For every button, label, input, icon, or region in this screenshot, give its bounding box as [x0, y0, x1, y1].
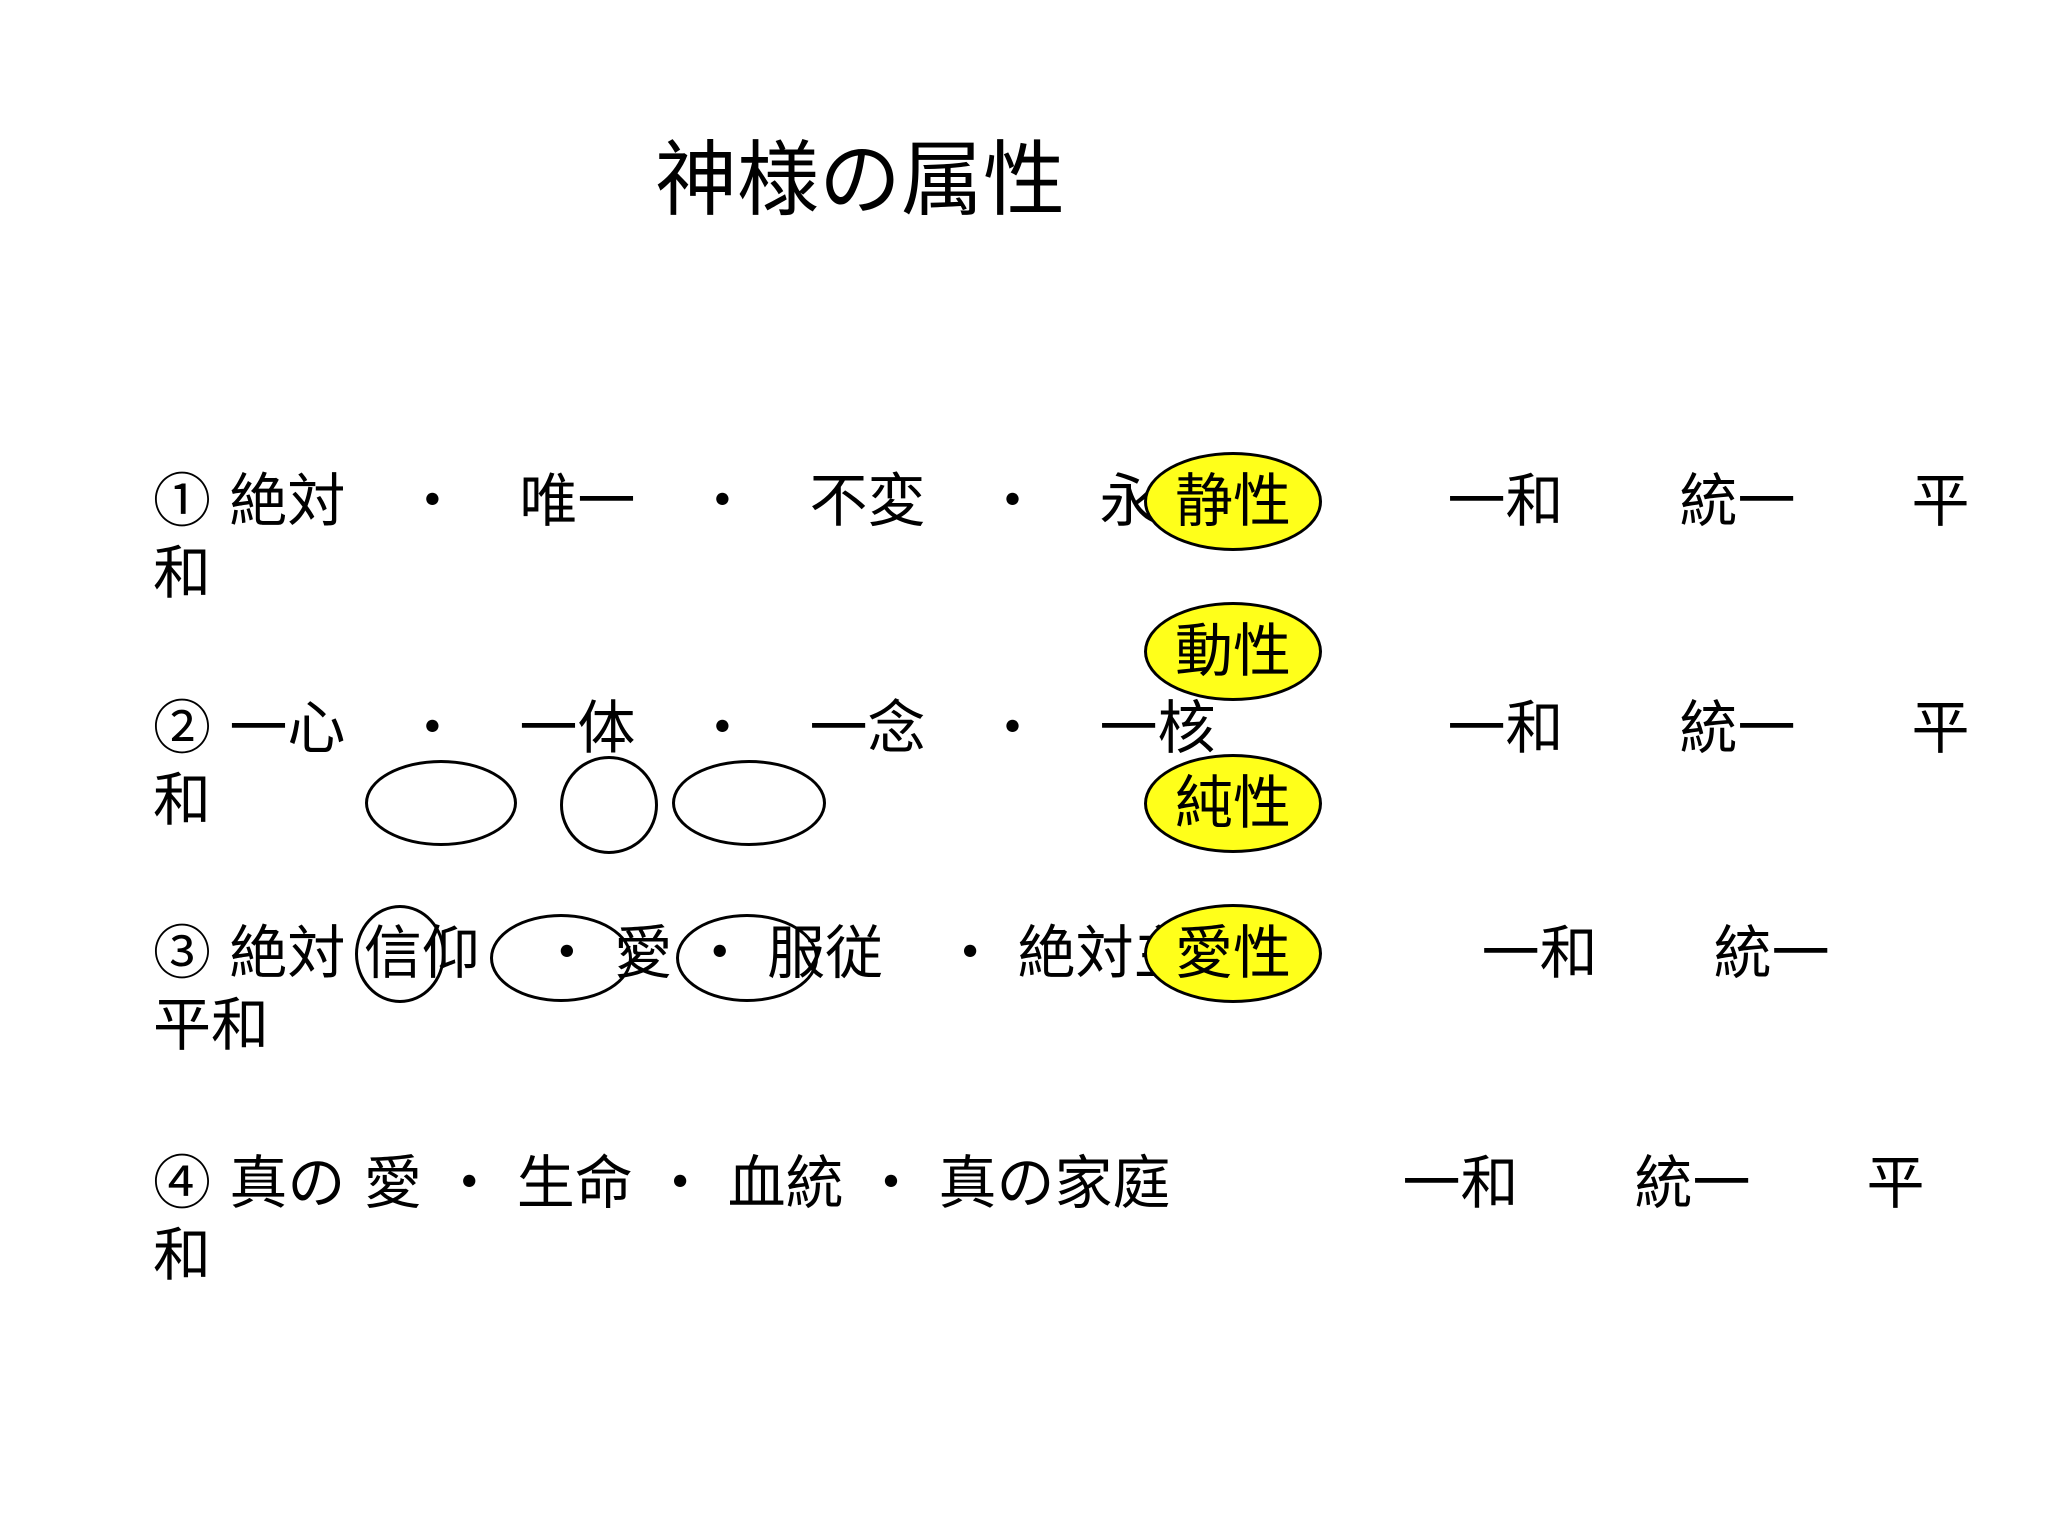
- outline-oval: [672, 760, 826, 846]
- attribute-item-1-line-2: 和: [153, 539, 212, 607]
- outline-oval: [490, 914, 632, 1002]
- badge-pure-nature: 純性: [1144, 754, 1322, 853]
- attribute-item-2-line-1: ② 一心 ・ 一体 ・ 一念 ・ 一核 一和 統一 平: [153, 694, 1970, 762]
- slide-title: 神様の属性: [655, 133, 1066, 228]
- badge-static-nature: 静性: [1144, 452, 1322, 551]
- attribute-item-2: ② 一心 ・ 一体 ・ 一念 ・ 一核 一和 統一 平 和: [153, 692, 1970, 836]
- outline-oval: [676, 914, 818, 1002]
- badge-dynamic-nature: 動性: [1144, 602, 1322, 701]
- attribute-item-1: ① 絶対 ・ 唯一 ・ 不変 ・ 永遠 一和 統一 平 和: [153, 465, 1970, 609]
- badge-love-nature: 愛性: [1144, 904, 1322, 1003]
- attribute-item-1-line-1: ① 絶対 ・ 唯一 ・ 不変 ・ 永遠 一和 統一 平: [153, 467, 1970, 535]
- outline-oval: [365, 760, 517, 846]
- attribute-item-2-line-2: 和: [153, 766, 212, 834]
- attribute-item-3-line-2: 平和: [153, 991, 270, 1059]
- outline-oval: [355, 905, 445, 1003]
- attribute-item-4-line-1: ④ 真の 愛 ・ 生命 ・ 血統 ・ 真の家庭 一和 統一 平: [153, 1149, 1925, 1217]
- outline-oval: [560, 756, 658, 854]
- attribute-item-4: ④ 真の 愛 ・ 生命 ・ 血統 ・ 真の家庭 一和 統一 平 和: [153, 1147, 1953, 1291]
- attribute-item-4-line-2: 和: [153, 1221, 212, 1289]
